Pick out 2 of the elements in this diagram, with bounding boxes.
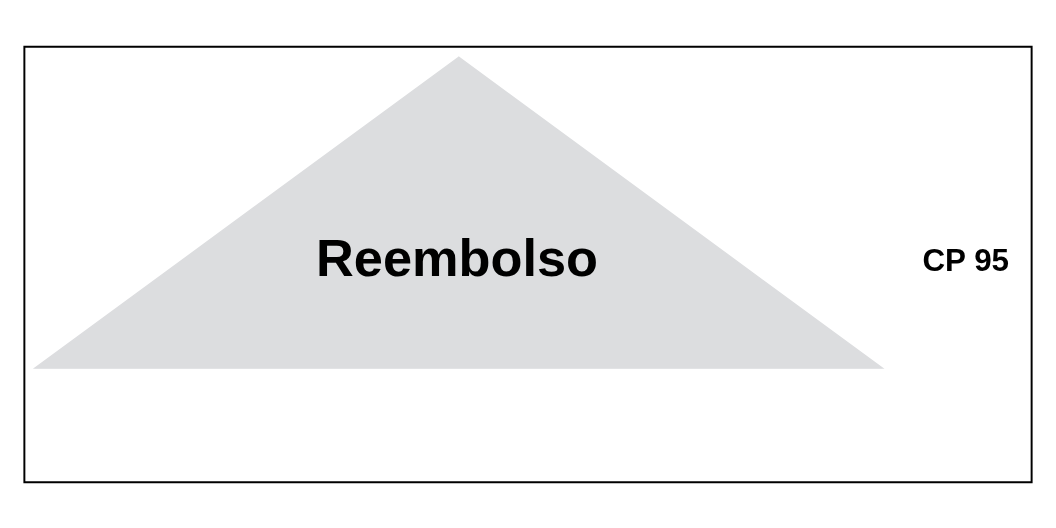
cluster	[23, 45, 1033, 483]
label: CP 95	[922, 242, 1010, 278]
